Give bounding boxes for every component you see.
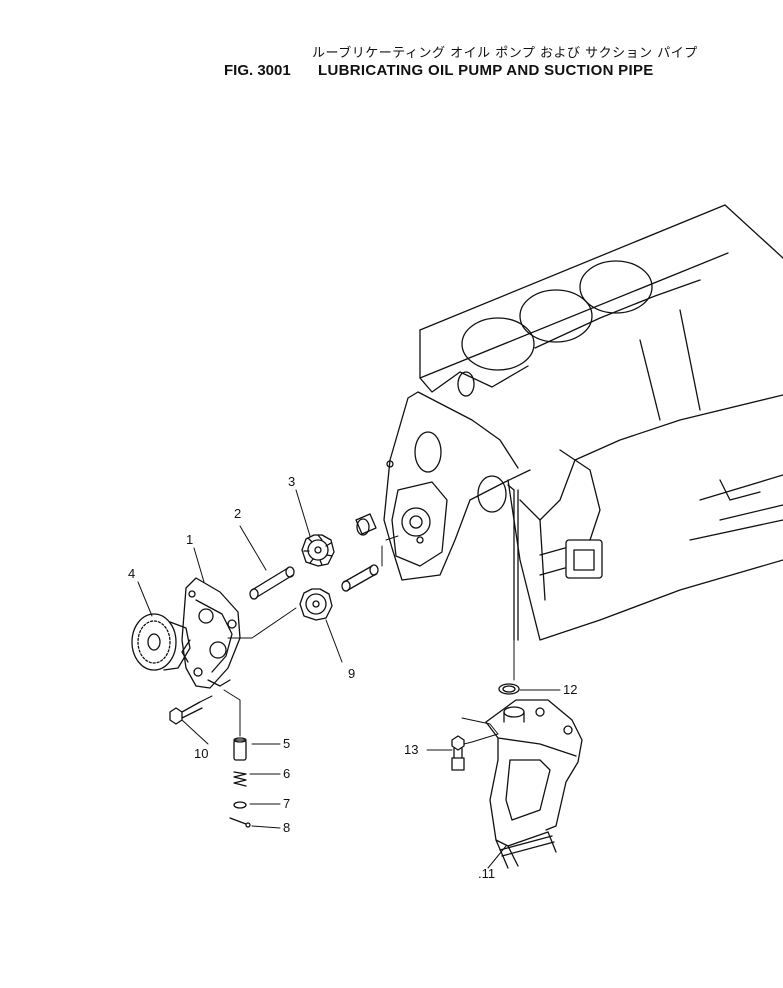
suction-pipe <box>486 700 582 868</box>
japanese-title: ルーブリケーティング オイル ポンプ および サクション パイプ <box>312 46 698 61</box>
callout-10: 10 <box>194 746 209 761</box>
leader-lines <box>138 490 560 868</box>
callout-3: 3 <box>288 474 296 489</box>
engine-block <box>384 205 783 640</box>
cotter-pin <box>230 818 250 827</box>
dowel-pin <box>342 565 378 591</box>
drive-gear <box>132 614 190 670</box>
pipe-bolt <box>452 736 464 770</box>
callout-6: 6 <box>283 766 291 781</box>
callout-1: 1 <box>186 532 194 547</box>
callout-8: 8 <box>283 820 291 835</box>
callout-7: 7 <box>283 796 291 811</box>
driven-rotor <box>300 589 332 620</box>
callout-13: 13 <box>404 742 419 757</box>
callout-11: .11 <box>478 866 496 881</box>
washer <box>234 802 246 808</box>
relief-valve <box>234 738 246 760</box>
bushing <box>356 514 376 535</box>
pump-shaft <box>250 567 294 599</box>
drive-rotor <box>302 535 334 566</box>
figure-number: FIG. 3001 <box>224 62 291 79</box>
figure-title: LUBRICATING OIL PUMP AND SUCTION PIPE <box>318 62 654 79</box>
relief-spring <box>234 772 246 786</box>
callout-12: 12 <box>563 682 578 697</box>
callout-9: 9 <box>348 666 356 681</box>
callout-4: 4 <box>128 566 136 581</box>
pump-body <box>182 578 240 688</box>
mounting-bolt <box>170 702 202 724</box>
callout-2: 2 <box>234 506 242 521</box>
o-ring <box>499 684 519 694</box>
callout-5: 5 <box>283 736 291 751</box>
